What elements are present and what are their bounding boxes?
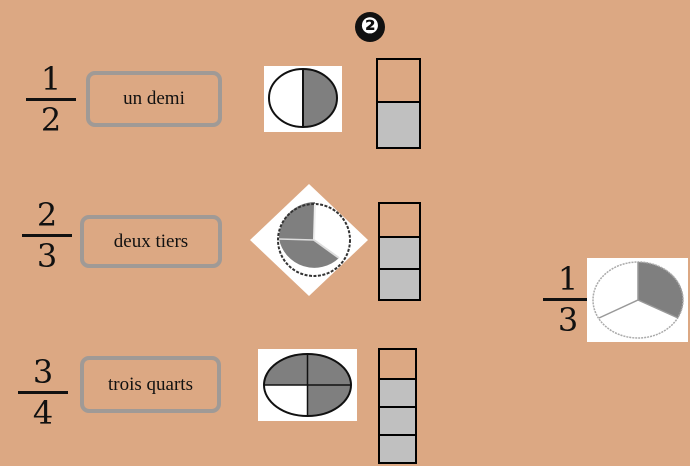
unshaded-sector	[314, 202, 346, 258]
divider-line	[598, 299, 639, 319]
circle-one-third-picture	[587, 258, 688, 342]
fraction-bar	[543, 298, 593, 301]
numerator: 2	[36, 196, 58, 234]
bar-cell-shaded	[378, 434, 417, 464]
circle-one-third-svg	[592, 261, 684, 339]
bar-cell-empty	[378, 348, 417, 380]
fraction-bar	[26, 98, 76, 101]
numerator: 1	[40, 60, 62, 98]
fraction-word-box: trois quarts	[80, 356, 221, 413]
shaded-sector	[638, 261, 684, 318]
shaded-sector	[303, 69, 337, 127]
bar-cell-empty	[376, 58, 421, 103]
bar-cell-shaded	[378, 406, 417, 436]
circle-quarters-svg	[263, 353, 352, 417]
shaded-sector	[307, 385, 351, 416]
fraction-one-half: 1 2	[26, 62, 76, 137]
bar-cell-shaded	[378, 268, 421, 301]
circle-half-svg	[268, 68, 338, 128]
fraction-two-thirds: 2 3	[22, 198, 72, 273]
fraction-word-label: trois quarts	[108, 373, 193, 395]
fraction-bar	[18, 391, 68, 394]
fraction-one-third: 1 3	[543, 262, 593, 337]
fraction-word-box: deux tiers	[80, 215, 222, 268]
divider-line	[637, 299, 679, 319]
shaded-sectors	[278, 202, 339, 268]
bar-cell-shaded	[378, 378, 417, 408]
fraction-bar	[22, 234, 72, 237]
bar-cell-shaded	[378, 236, 421, 270]
circle-thirds-svg	[250, 184, 368, 296]
divider-line	[313, 239, 340, 259]
step-number-badge: ❷	[355, 12, 385, 42]
numerator: 1	[557, 260, 579, 298]
fraction-word-label: un demi	[123, 88, 185, 109]
denominator: 4	[32, 394, 54, 432]
divider-line	[278, 238, 315, 241]
numerator: 3	[32, 353, 54, 391]
bar-cell-empty	[378, 202, 421, 238]
circle-thirds-picture	[248, 182, 370, 298]
bar-model-halves	[376, 58, 421, 149]
bar-model-quarters	[378, 348, 417, 464]
denominator: 3	[36, 237, 58, 275]
fraction-word-label: deux tiers	[113, 230, 189, 252]
circle-half-picture	[264, 66, 342, 132]
bar-model-thirds	[378, 202, 421, 301]
denominator: 2	[40, 101, 62, 139]
bar-cell-shaded	[376, 101, 421, 149]
circle-quarters-picture	[258, 349, 357, 421]
fraction-three-quarters: 3 4	[18, 355, 68, 430]
fraction-word-box: un demi	[86, 71, 222, 127]
divider-line	[313, 203, 316, 241]
denominator: 3	[557, 301, 579, 339]
